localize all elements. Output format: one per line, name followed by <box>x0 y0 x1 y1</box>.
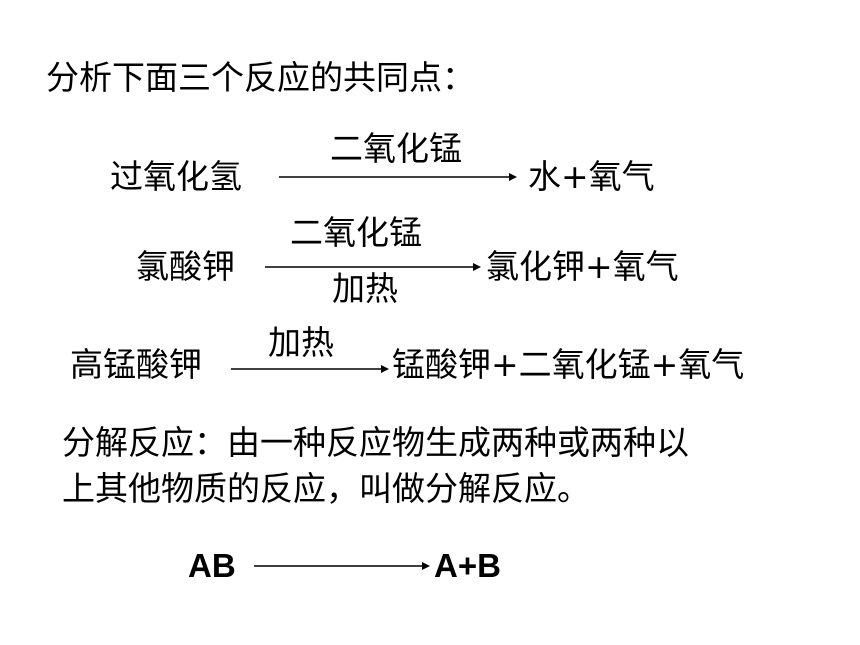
heating-label: 加热 <box>332 269 398 308</box>
products: 氯化钾+氧气 <box>486 247 679 286</box>
reaction-arrow <box>254 562 430 570</box>
definition-paragraph: 分解反应：由一种反应物生成两种或两种以 上其他物质的反应，叫做分解反应。 <box>62 420 689 512</box>
reactant: 过氧化氢 <box>110 157 242 196</box>
reactant: 高锰酸钾 <box>70 345 202 384</box>
heating-label: 加热 <box>268 323 334 362</box>
products: 锰酸钾+二氧化锰+氧气 <box>392 345 745 384</box>
catalyst-label: 二氧化锰 <box>290 213 422 252</box>
reaction-arrow <box>231 365 389 373</box>
reaction-arrow <box>265 263 481 271</box>
reactant: 氯酸钾 <box>136 247 235 286</box>
general-reactant: AB <box>188 547 236 584</box>
products: 水+氧气 <box>528 157 655 196</box>
catalyst-label: 二氧化锰 <box>330 129 462 168</box>
general-products: A+B <box>434 547 501 584</box>
intro-text: 分析下面三个反应的共同点： <box>46 58 475 97</box>
definition-line-1: 分解反应：由一种反应物生成两种或两种以 <box>62 423 689 462</box>
definition-line-2: 上其他物质的反应，叫做分解反应。 <box>62 469 590 508</box>
reaction-arrow <box>279 173 517 181</box>
